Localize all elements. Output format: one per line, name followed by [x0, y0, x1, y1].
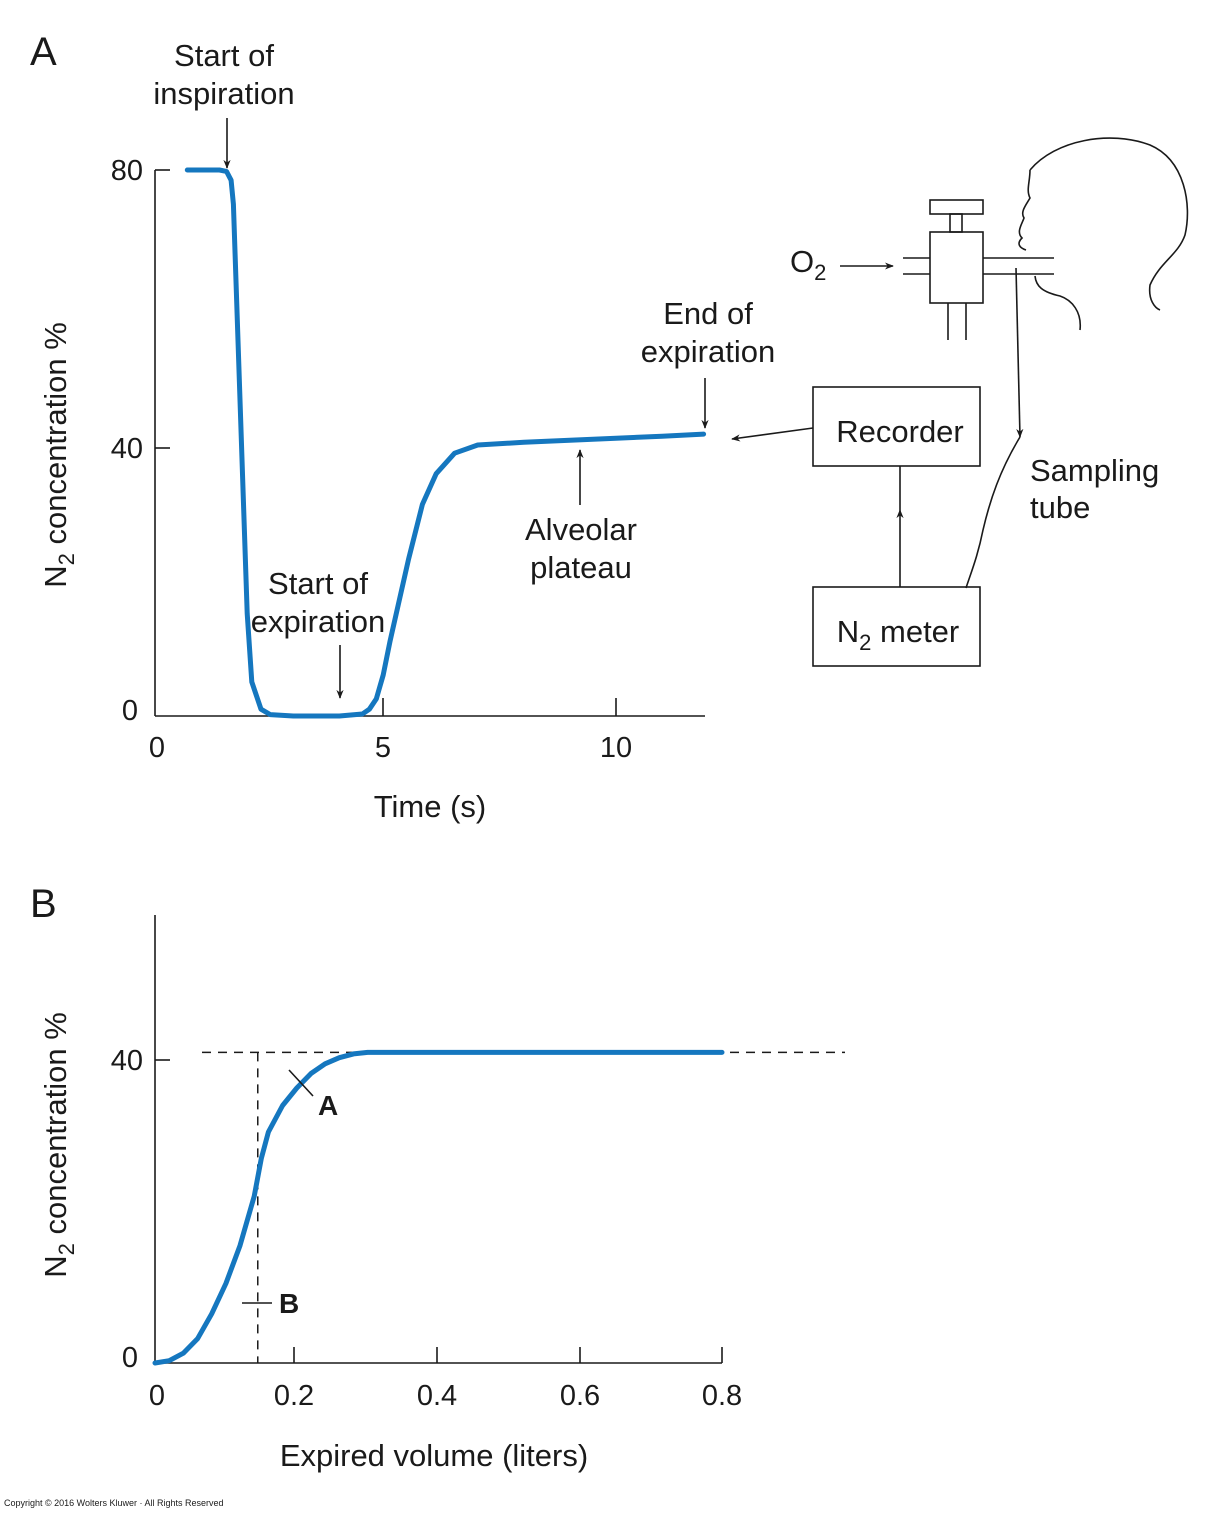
n2-meter-label: N2 meter [837, 614, 960, 655]
sampling-tube-label-2: tube [1030, 490, 1090, 525]
panel-a-xtick-label-0: 0 [149, 732, 165, 764]
panel-b-xtick-label-0.8: 0.8 [702, 1380, 742, 1412]
recorder-label: Recorder [836, 414, 964, 449]
alveolar-plateau-label-2: plateau [530, 550, 632, 585]
panel-b-xtick-label-0.2: 0.2 [274, 1380, 314, 1412]
apparatus-diagram: O2 Recorder N2 meter Sampling tube [731, 137, 1189, 667]
mark-a-tick [288, 1069, 314, 1097]
panel-a-ytick-label-0: 0 [122, 695, 138, 727]
panel-a-ytick-label-80: 80 [111, 155, 143, 187]
end-expiration-label-2: expiration [641, 334, 775, 369]
panel-b-label: B [30, 882, 57, 926]
head-icon [1018, 137, 1189, 331]
panel-a-y-axis-label: N2 concentration % [38, 322, 79, 588]
mark-b-label: B [279, 1288, 299, 1319]
o2-label: O2 [790, 244, 826, 285]
end-expiration-label-1: End of [663, 296, 753, 331]
panel-a-x-axis-label: Time (s) [374, 789, 487, 824]
panel-b-xtick-label-0: 0 [149, 1380, 165, 1412]
panel-b-ytick-label-0: 0 [122, 1342, 138, 1374]
recorder-to-trace-arrow [731, 427, 814, 442]
n2-meter-box [812, 586, 981, 667]
panel-a-xtick-label-5: 5 [375, 732, 391, 764]
sampling-tube-label-1: Sampling [1030, 453, 1159, 488]
panel-b-y-axis-label: N2 concentration % [38, 1012, 79, 1278]
valve-icon [903, 199, 1054, 340]
panel-a-ytick-label-40: 40 [111, 433, 143, 465]
panel-b-xtick-label-0.4: 0.4 [417, 1380, 457, 1412]
mark-a-label: A [318, 1090, 338, 1121]
panel-b-ytick-label-40: 40 [111, 1045, 143, 1077]
start-inspiration-label-2: inspiration [153, 76, 294, 111]
panel-b-x-axis-label: Expired volume (liters) [280, 1438, 588, 1473]
start-expiration-label-1: Start of [268, 566, 368, 601]
sampling-tube-line [965, 436, 1021, 589]
recorder-box [812, 386, 981, 467]
alveolar-plateau-label-1: Alveolar [525, 512, 637, 547]
panel-b-n2-curve [152, 1049, 725, 1366]
panel-a-n2-curve [184, 167, 707, 719]
panel-b-xtick-label-0.6: 0.6 [560, 1380, 600, 1412]
sampling-tube-arrow [1015, 267, 1024, 438]
panel-a-xtick-label-10: 10 [600, 732, 632, 764]
panel-a-label: A [30, 30, 57, 74]
copyright-notice: Copyright © 2016 Wolters Kluwer · All Ri… [4, 1498, 224, 1508]
start-inspiration-label-1: Start of [174, 38, 274, 73]
start-expiration-label-2: expiration [251, 604, 385, 639]
